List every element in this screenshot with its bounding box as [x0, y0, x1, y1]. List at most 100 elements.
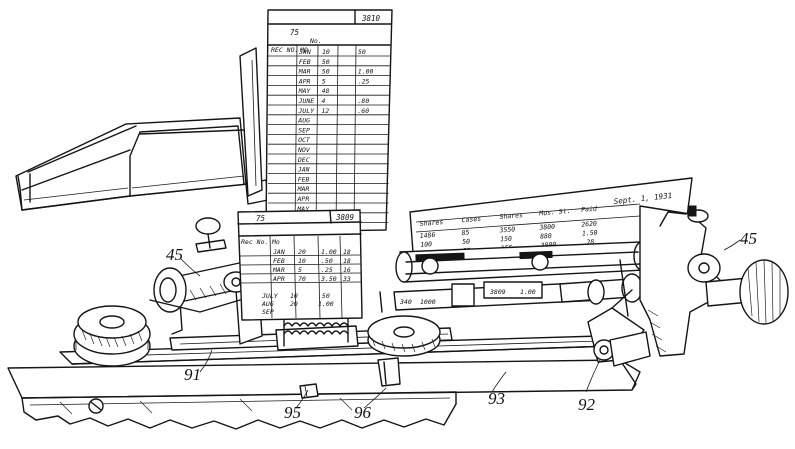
- lower-card-cell: 33: [342, 275, 351, 283]
- upper-card-value-b: .80: [358, 97, 370, 105]
- stop-block: [299, 383, 319, 399]
- ref-45-right: 45: [740, 229, 757, 248]
- lower-card-cell: 5: [298, 266, 302, 274]
- upper-card-no-label: No.: [309, 37, 322, 45]
- upper-card-month: MAR: [297, 185, 310, 193]
- sheet-cell: 150: [500, 235, 512, 244]
- lower-card-cell: FEB: [273, 257, 285, 265]
- leader-lines: [179, 239, 741, 409]
- sheet-header: Shares: [499, 211, 523, 221]
- lower-card-extra-cell: SEP: [262, 308, 274, 316]
- upper-card-month: FEB: [298, 175, 310, 183]
- sheet-cell: 50: [462, 238, 470, 247]
- right-rail-end: [609, 331, 651, 367]
- sheet-header: Mos. St.: [538, 207, 571, 218]
- upper-card-month: NOV: [297, 146, 311, 154]
- lower-card-cell: 3.50: [320, 275, 337, 283]
- sheet-cell: 1.50: [582, 229, 598, 238]
- base-screw: [88, 398, 104, 414]
- lower-card-extra-cell: 20: [290, 300, 298, 308]
- upper-card-value-b: .60: [357, 107, 369, 115]
- sheet-footer-3: 1.00: [520, 288, 536, 296]
- upper-card-value-b: 1.00: [358, 68, 374, 76]
- upper-card-month: FEB: [299, 58, 311, 66]
- lower-card-cell: 18: [343, 248, 351, 256]
- ref-92: 92: [578, 395, 596, 414]
- ref-96: 96: [354, 403, 372, 422]
- upper-card-month: MAR: [298, 68, 311, 76]
- upper-card-mo-header: MO: [299, 46, 308, 54]
- upper-card-value-a: 48: [322, 87, 330, 95]
- lower-card-extra-cell: JULY: [261, 292, 279, 300]
- upper-card-value-a: 50: [322, 58, 330, 66]
- upper-card-month: JULY: [297, 107, 315, 115]
- sheet-cell: .28: [582, 238, 594, 247]
- left-frame: [149, 261, 263, 345]
- upper-card-month: APR: [298, 77, 311, 85]
- upper-card-value-b: 50: [358, 48, 366, 56]
- upper-card-value-b: .25: [358, 77, 370, 85]
- lower-card-cell: 18: [343, 257, 351, 265]
- lower-card-row-line: [239, 281, 362, 284]
- lower-card-cell: 1.00: [321, 248, 337, 256]
- lower-card-extra-cell: 1.00: [318, 300, 334, 308]
- ref-95: 95: [284, 403, 301, 422]
- sheet-header: Cases: [461, 215, 481, 225]
- upper-card-value-a: 4: [322, 97, 326, 105]
- upper-card-value-a: 5: [322, 77, 326, 85]
- upper-card-value-a: 12: [321, 107, 329, 115]
- upper-card-number: 75: [290, 28, 300, 37]
- lower-card-extra-cell: .50: [318, 292, 330, 300]
- sheet-footer-1: 1000: [420, 298, 436, 306]
- lower-card-cell: MAR: [272, 266, 285, 274]
- sheet-header: Shares: [419, 218, 443, 228]
- upper-card-value-a: 10: [322, 48, 330, 56]
- upper-card-month: JUNE: [298, 97, 315, 105]
- lower-card-cell: JAN: [272, 248, 285, 256]
- upper-card-month: JAN: [298, 48, 311, 56]
- upper-card-rec-header: REC NO.: [271, 46, 298, 54]
- lower-card-rec-label: Rec No.: [241, 238, 268, 246]
- center-spool-wheel: [367, 315, 441, 357]
- lower-card-number: 75: [256, 214, 266, 223]
- paper-bail: 340 1000 3809 1.00: [379, 281, 603, 313]
- sheet-cell: 3550: [498, 225, 515, 234]
- card-tray: [15, 117, 269, 211]
- platen-knob: [705, 259, 789, 325]
- lower-card-row-line: [239, 272, 362, 275]
- tension-knob: [195, 217, 227, 253]
- lower-card-cell: APR: [272, 275, 285, 283]
- ref-93: 93: [488, 389, 505, 408]
- card-guide-left: [239, 47, 263, 197]
- upper-card-month: JAN: [297, 166, 310, 174]
- sheet-cell: 880: [540, 232, 552, 241]
- lower-card-row-line: [239, 263, 362, 266]
- spring-gears: [275, 313, 359, 351]
- lower-card-cell: 10: [298, 257, 306, 265]
- sheet-cell: 3800: [538, 223, 555, 232]
- sheet-cell: 85: [461, 229, 469, 238]
- lower-card-cell: 16: [343, 266, 351, 274]
- sheet-cell: 3800: [539, 241, 556, 250]
- lower-card-cell: 20: [298, 248, 306, 256]
- carriage-clip: [377, 357, 401, 387]
- upper-card-month: MAY: [296, 205, 310, 213]
- sheet-footer-0: 340: [399, 298, 412, 306]
- reference-numerals: 45 45 91 92 93 95 96: [166, 229, 757, 422]
- upper-card-month: SEP: [298, 126, 310, 134]
- upper-card-month: OCT: [298, 136, 311, 144]
- upper-card-month: AUG: [297, 117, 310, 125]
- upper-card-serial: 3810: [361, 14, 381, 23]
- ref-91: 91: [184, 365, 201, 384]
- left-drive-wheel: [73, 305, 151, 367]
- lower-card-extra-cell: 10: [290, 292, 298, 300]
- lower-card-cell: .25: [321, 266, 333, 274]
- sheet-cell: 2620: [581, 220, 597, 229]
- release-lever: [587, 259, 645, 363]
- upper-card-month: APR: [297, 195, 310, 203]
